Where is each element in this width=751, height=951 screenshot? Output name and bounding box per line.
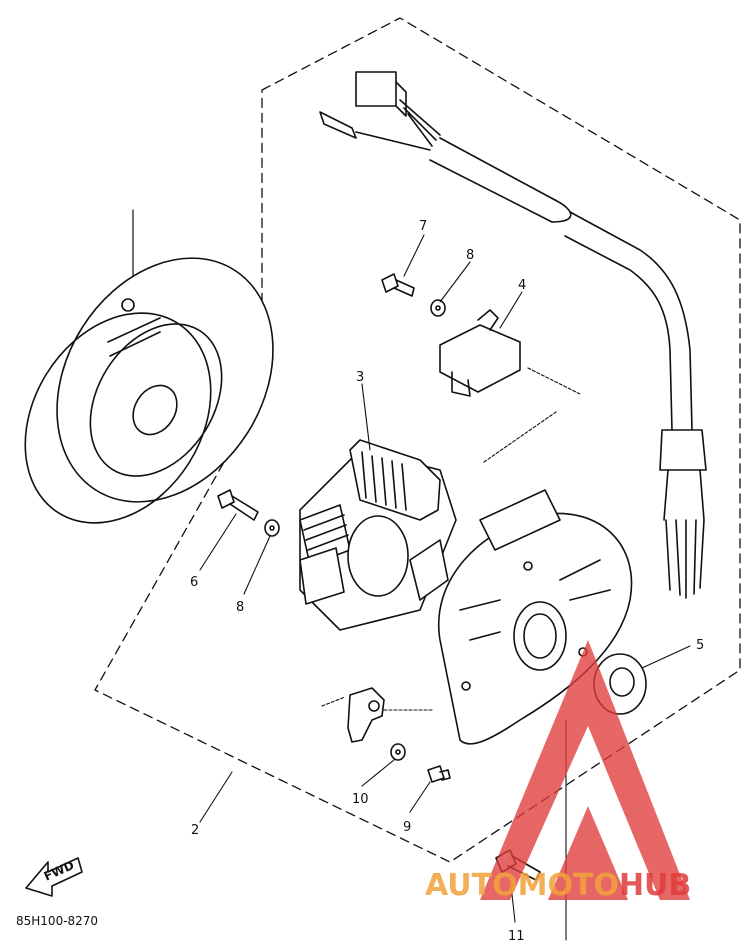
callout-2: 2 bbox=[191, 823, 199, 838]
callout-6: 6 bbox=[190, 575, 198, 590]
watermark-moto: MOTO bbox=[518, 868, 619, 903]
callout-10: 10 bbox=[352, 792, 369, 807]
fwd-arrow-icon bbox=[25, 857, 83, 897]
wire-harness bbox=[319, 71, 707, 599]
callout-8-left: 8 bbox=[236, 600, 244, 615]
callout-5: 5 bbox=[696, 638, 704, 653]
screw-9 bbox=[427, 765, 451, 783]
screw-7 bbox=[381, 273, 415, 297]
stator-coil bbox=[299, 439, 457, 631]
flywheel-rotor bbox=[24, 209, 274, 524]
part-code: 85H100-8270 bbox=[16, 914, 98, 928]
screw-6 bbox=[217, 489, 259, 521]
watermark-hub: HUB bbox=[619, 868, 691, 903]
watermark-auto: AUTO bbox=[425, 868, 518, 903]
stator-base-plate bbox=[437, 489, 633, 745]
lead-clamp bbox=[347, 687, 385, 743]
washer-8-left bbox=[264, 519, 280, 537]
callout-9: 9 bbox=[403, 820, 411, 835]
automotohub-logo-mark bbox=[480, 640, 690, 900]
leader-lines bbox=[199, 234, 691, 941]
callout-4: 4 bbox=[518, 278, 526, 293]
callout-11: 11 bbox=[508, 929, 525, 944]
callout-3: 3 bbox=[356, 370, 364, 385]
callout-7: 7 bbox=[419, 219, 427, 234]
watermark-text: AUTOMOTOHUB bbox=[425, 868, 691, 903]
pickup-coil bbox=[439, 309, 521, 397]
washer-10 bbox=[390, 743, 406, 761]
washer-8-top bbox=[430, 299, 446, 317]
callout-8-top: 8 bbox=[466, 248, 474, 263]
